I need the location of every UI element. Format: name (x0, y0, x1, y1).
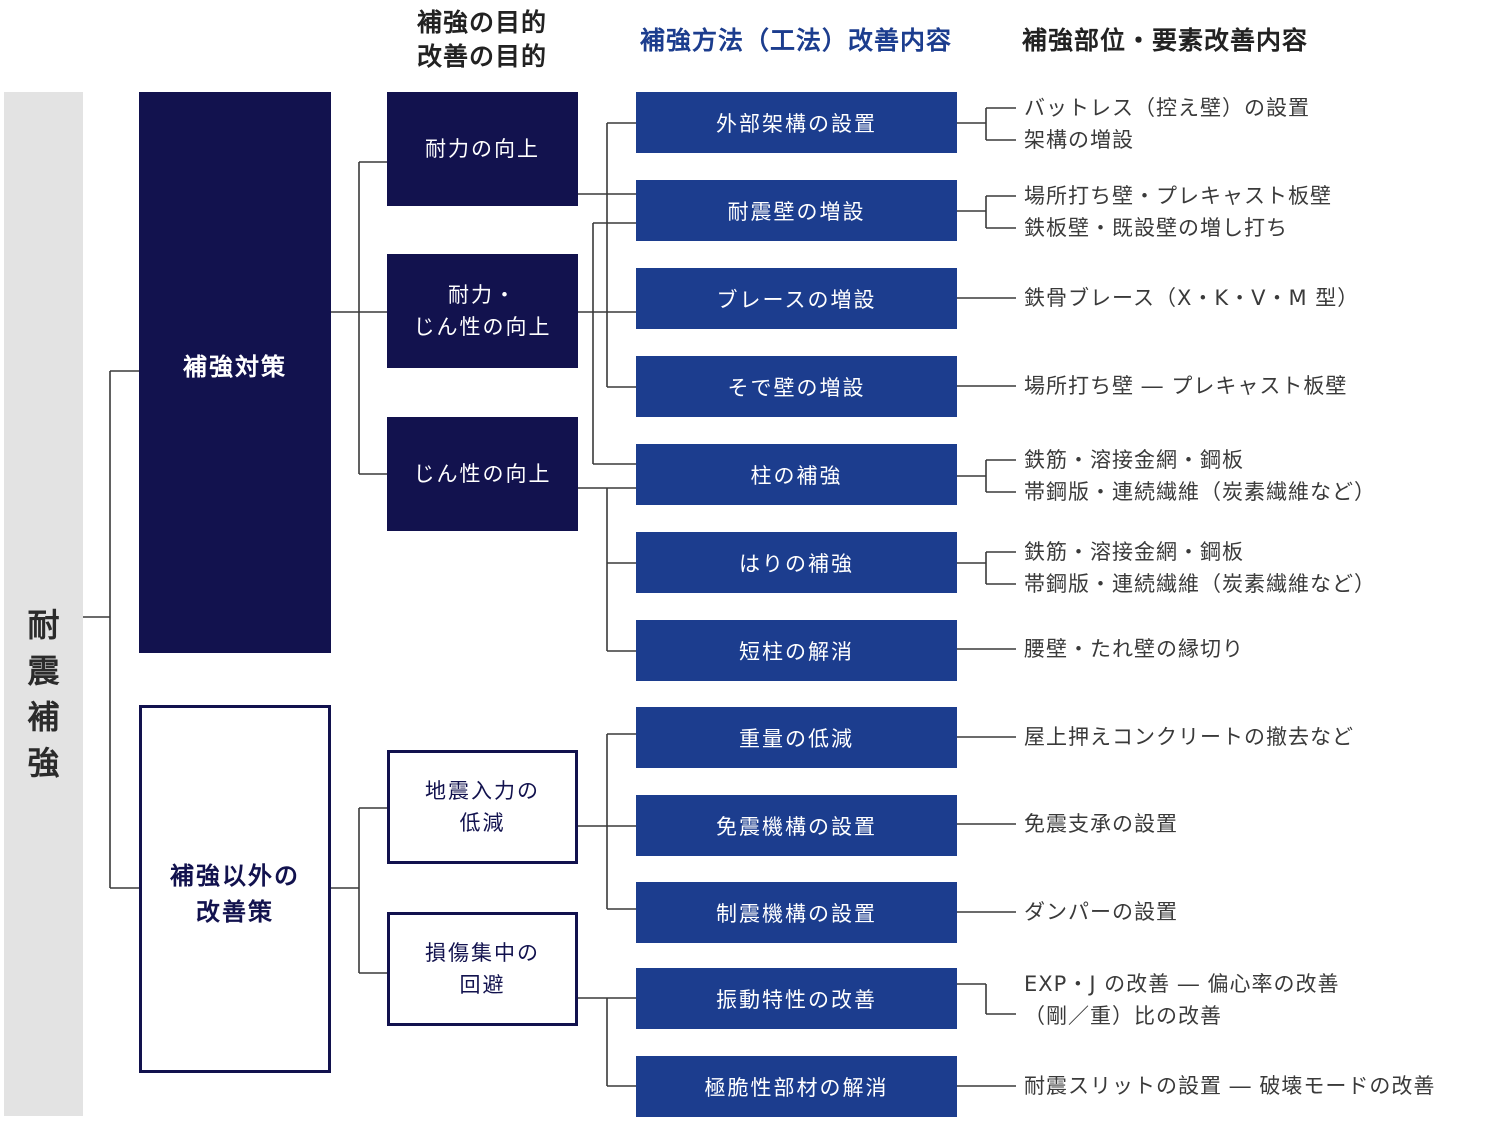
root-connector (83, 370, 139, 889)
method-damping: 制震機構の設置 (636, 882, 957, 943)
l2-2-connector (578, 222, 636, 465)
detail-beam: 鉄筋・溶接金網・鋼板 帯鋼版・連続繊維（炭素繊維など） (1024, 540, 1376, 596)
level2-damage-avoidance: 損傷集中の回避 (387, 912, 578, 1026)
method-weight-reduction: 重量の低減 (636, 707, 957, 768)
method-brittle-member: 極脆性部材の解消 (636, 1056, 957, 1117)
method-short-column: 短柱の解消 (636, 620, 957, 681)
detail-brittle-member: 耐震スリットの設置 ― 破壊モードの改善 (1024, 1074, 1436, 1098)
detail-external-frame: バットレス（控え壁）の設置 架構の増設 (1024, 96, 1310, 152)
level2-strength-ductility: 耐力・じん性の向上 (387, 254, 578, 368)
method-brace: ブレースの増設 (636, 268, 957, 329)
level1-reinforcement: 補強対策 (139, 92, 331, 653)
level2-strength: 耐力の向上 (387, 92, 578, 206)
method-column: 柱の補強 (636, 444, 957, 505)
method-shear-wall: 耐震壁の増設 (636, 180, 957, 241)
level2-input-reduction: 地震入力の低減 (387, 750, 578, 864)
detail-base-isolation: 免震支承の設置 (1024, 812, 1178, 836)
method-beam: はりの補強 (636, 532, 957, 593)
part-header: 補強部位・要素改善内容 (1022, 26, 1309, 55)
detail-weight-reduction: 屋上押えコンクリートの撤去など (1024, 725, 1354, 749)
l2-4-connector (578, 733, 636, 910)
detail-damping: ダンパーの設置 (1024, 900, 1178, 924)
m6-connector (957, 551, 1016, 585)
l2-5-connector (578, 997, 636, 1087)
purpose-header-line1: 補強の目的 (416, 8, 547, 37)
detail-short-column: 腰壁・たれ壁の縁切り (1024, 637, 1244, 661)
m5-connector (957, 459, 1016, 493)
detail-brace: 鉄骨ブレース（X・K・V・M 型） (1024, 286, 1360, 310)
l2-1-connector (578, 122, 636, 388)
method-external-frame: 外部架構の設置 (636, 92, 957, 153)
purpose-header-line2: 改善の目的 (416, 42, 547, 71)
method-vibration: 振動特性の改善 (636, 968, 957, 1029)
l1a-connector (331, 161, 387, 475)
method-header: 補強方法（工法）改善内容 (639, 26, 952, 55)
method-base-isolation: 免震機構の設置 (636, 795, 957, 856)
level1-other-measures: 補強以外の 改善策 (139, 705, 331, 1073)
m1-connector (957, 107, 1016, 141)
method-wing-wall: そで壁の増設 (636, 356, 957, 417)
m11-connector (957, 983, 1016, 1015)
detail-wing-wall: 場所打ち壁 ― プレキャスト板壁 (1024, 374, 1348, 398)
root-node: 耐 震 補 強 (4, 92, 83, 1116)
detail-vibration: EXP・J の改善 ― 偏心率の改善 （剛／重）比の改善 (1024, 972, 1340, 1028)
root-label: 耐 震 補 強 (27, 606, 60, 782)
m2-connector (957, 195, 1016, 229)
l1b-connector (331, 807, 387, 974)
l2-3-connector (578, 487, 636, 652)
purpose-header: 補強の目的 改善の目的 (390, 6, 574, 74)
detail-column: 鉄筋・溶接金網・鋼板 帯鋼版・連続繊維（炭素繊維など） (1024, 448, 1376, 504)
detail-shear-wall: 場所打ち壁・プレキャスト板壁 鉄板壁・既設壁の増し打ち (1024, 184, 1332, 240)
level2-ductility: じん性の向上 (387, 417, 578, 531)
